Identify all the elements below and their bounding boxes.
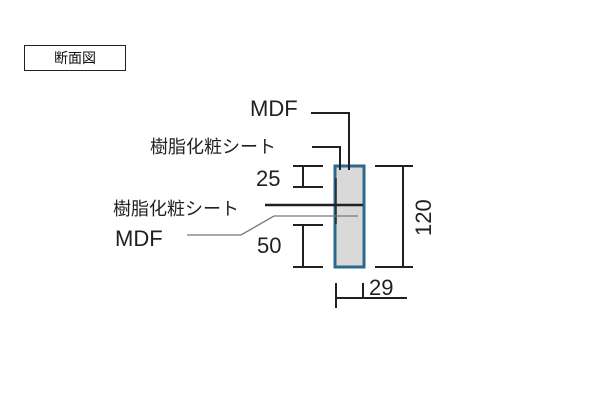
leader-top-sheet	[312, 146, 341, 170]
dim-lower-bracket	[293, 224, 323, 268]
label-top-mdf: MDF	[250, 96, 298, 121]
dim-lower-text: 50	[257, 233, 281, 258]
dim-width-bracket	[335, 283, 407, 308]
leader-top-mdf	[311, 112, 350, 170]
dim-width-text: 29	[369, 275, 393, 300]
section-view-label: 断面図	[24, 45, 126, 71]
dim-upper-bracket	[293, 165, 323, 188]
dim-upper-text: 25	[256, 166, 280, 191]
label-mid-mdf: MDF	[115, 226, 163, 251]
dim-height-bracket	[375, 165, 413, 268]
label-mid-sheet: 樹脂化粧シート	[113, 199, 239, 220]
leader-mid-mdf	[187, 215, 358, 236]
label-top-sheet: 樹脂化粧シート	[150, 137, 276, 158]
dim-height-text: 120	[411, 199, 436, 236]
